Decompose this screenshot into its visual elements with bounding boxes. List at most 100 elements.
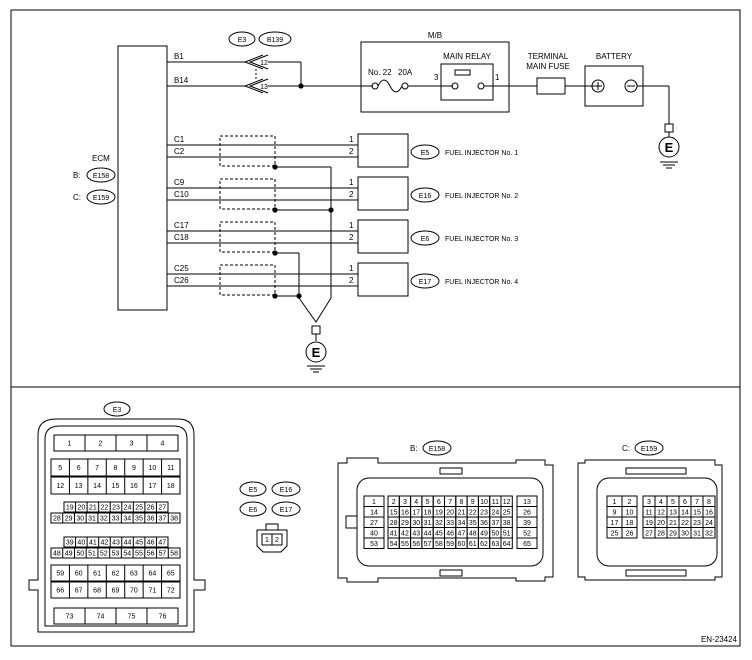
splice-dots xyxy=(272,83,334,299)
inj-conn-oval-e6 xyxy=(239,501,267,517)
splice-dot xyxy=(272,293,278,299)
inj-conn-oval-e17 xyxy=(271,501,301,517)
e158-pin: 62 xyxy=(480,541,488,548)
injector-conn-oval xyxy=(410,144,440,160)
e3-pin: 19 xyxy=(66,505,74,512)
e158-pin: 12 xyxy=(503,499,511,506)
e158-pin: 48 xyxy=(469,531,477,538)
injector-box xyxy=(357,176,409,211)
e158-oval xyxy=(422,440,452,456)
e159-pin: 2 xyxy=(628,499,632,506)
injector-conn-oval xyxy=(410,187,440,203)
e158-cell xyxy=(500,537,513,549)
e158-pin: 7 xyxy=(448,499,452,506)
e159-pin: 22 xyxy=(681,520,689,527)
e3-pin: 44 xyxy=(124,540,132,547)
e159-cell xyxy=(702,527,716,539)
e158-pin: 1 xyxy=(372,499,376,506)
splice-dot xyxy=(272,250,278,256)
injector-conn-label: E16 xyxy=(419,193,432,200)
e158-pin: 19 xyxy=(435,510,443,517)
joint-conn-oval-1 xyxy=(228,31,256,47)
e159-pin: 14 xyxy=(681,510,689,517)
inj-conn-oval-e5 xyxy=(239,481,267,497)
inj-conn-label-e5: E5 xyxy=(249,487,258,494)
relay-pin-1: 1 xyxy=(495,73,500,82)
e158-pin: 53 xyxy=(370,541,378,548)
joint-pin-13: 13 xyxy=(260,84,268,91)
e3-pin: 21 xyxy=(89,505,97,512)
e3-pin: 51 xyxy=(88,551,96,558)
shield-box xyxy=(219,178,276,210)
injector-pin-label: 1 xyxy=(349,135,354,144)
e158-pin: 36 xyxy=(480,520,488,527)
e158-pin: 11 xyxy=(492,499,499,506)
ecm-pin-label: C2 xyxy=(174,147,185,156)
e3-pin: 15 xyxy=(112,483,120,490)
e159-pin: 31 xyxy=(693,531,701,538)
e158-pin: 61 xyxy=(469,541,477,548)
e3-pin: 62 xyxy=(112,571,120,578)
e3-pin: 59 xyxy=(56,571,64,578)
shield-box xyxy=(219,264,276,296)
e158-pin: 15 xyxy=(390,510,398,517)
e3-pin: 52 xyxy=(100,551,108,558)
e158-pin: 4 xyxy=(414,499,418,506)
inj-conn-oval-e16 xyxy=(271,481,301,497)
inj-conn-housing xyxy=(256,529,288,553)
splice-dot xyxy=(298,83,304,89)
e3-pin: 40 xyxy=(77,540,85,547)
e158-pin: 56 xyxy=(412,541,420,548)
injector-box xyxy=(357,219,409,254)
relay-contact-right xyxy=(477,82,485,90)
e3-oval xyxy=(103,401,131,417)
e3-pin: 31 xyxy=(88,516,96,523)
connector-chevron-12 xyxy=(243,54,269,70)
e159-pin: 15 xyxy=(693,510,701,517)
ecm-box xyxy=(117,45,168,311)
e3-pin: 17 xyxy=(148,483,156,490)
e159-pin: 32 xyxy=(705,531,713,538)
e158-pin: 3 xyxy=(403,499,407,506)
e3-pin: 20 xyxy=(77,505,85,512)
e158-pin: 27 xyxy=(370,520,378,527)
ecm-conn-c-prefix: C: xyxy=(73,193,81,202)
e3-pin: 29 xyxy=(65,516,73,523)
e159-pin: 4 xyxy=(659,499,663,506)
e3-pin: 3 xyxy=(130,441,134,448)
e158-latch xyxy=(345,515,358,529)
e158-pin: 64 xyxy=(503,541,511,548)
injector-conn-label: E5 xyxy=(421,150,430,157)
e159-pin: 19 xyxy=(645,520,653,527)
e158-pin: 50 xyxy=(491,531,499,538)
inj-conn-pin-2-box xyxy=(271,533,283,546)
e159-inner xyxy=(596,477,718,567)
injector-conn-label: E17 xyxy=(419,279,432,286)
relay-label: MAIN RELAY xyxy=(443,52,492,61)
e3-row xyxy=(50,512,181,524)
e158-pin: 13 xyxy=(523,499,531,506)
relay-box xyxy=(440,63,494,101)
e3-pin: 67 xyxy=(75,588,83,595)
e3-label: E3 xyxy=(113,407,122,414)
e159-pin: 21 xyxy=(669,520,677,527)
e159-pin: 27 xyxy=(645,531,653,538)
splice-dot xyxy=(328,207,334,213)
injector-connector-view: E5 E16 E6 E17 1 2 xyxy=(239,481,301,553)
e3-pin: 64 xyxy=(148,571,156,578)
schematic-labels: ECM B: E158 C: E159 B1 B14 E3 B139 12 13… xyxy=(73,31,674,360)
e3-pin: 74 xyxy=(97,614,105,621)
e159-pin: 1 xyxy=(613,499,617,506)
e3-pin: 71 xyxy=(148,588,156,595)
e159-pin: 12 xyxy=(657,510,665,517)
e3-pin: 16 xyxy=(130,483,138,490)
e3-pin: 27 xyxy=(158,505,166,512)
e158-pin: 37 xyxy=(491,520,499,527)
e158-pin: 17 xyxy=(412,510,420,517)
e158-pin: 5 xyxy=(426,499,430,506)
e3-housing-inner xyxy=(44,425,188,627)
e159-pin: 23 xyxy=(693,520,701,527)
splice-dot xyxy=(272,207,278,213)
